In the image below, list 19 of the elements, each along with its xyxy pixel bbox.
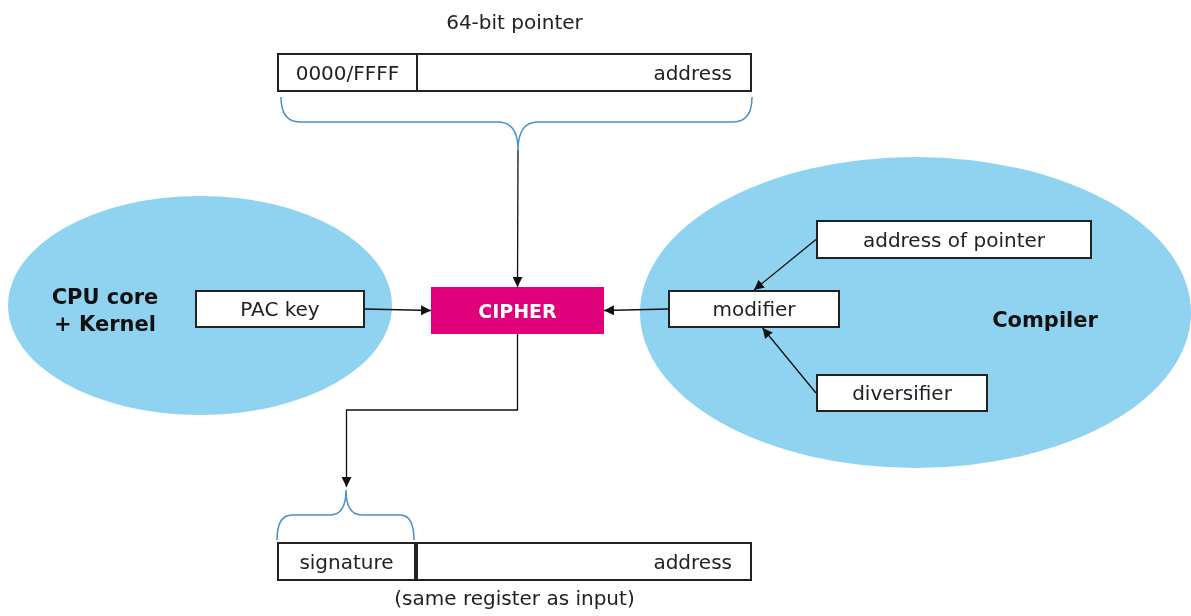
- arrow: [753, 238, 817, 291]
- register-field: address: [416, 53, 752, 92]
- register-field: address: [416, 542, 752, 581]
- arrow: [364, 305, 432, 316]
- input-box: diversifier: [816, 374, 988, 412]
- input-box: address of pointer: [816, 220, 1092, 259]
- input-box: PAC key: [195, 290, 365, 328]
- register-title: 64-bit pointer: [445, 10, 584, 34]
- arrow: [603, 305, 669, 316]
- arrow: [341, 333, 519, 488]
- domain-label: CPU core + Kernel: [50, 284, 160, 339]
- domain-label: Compiler: [991, 307, 1099, 334]
- register-note: (same register as input): [393, 586, 636, 610]
- arrow: [512, 149, 523, 288]
- input-box: modifier: [668, 290, 840, 328]
- register-field: 0000/FFFF: [277, 53, 418, 92]
- cipher-block: CIPHER: [431, 287, 604, 334]
- register-field: signature: [277, 542, 416, 581]
- arrow: [761, 327, 817, 394]
